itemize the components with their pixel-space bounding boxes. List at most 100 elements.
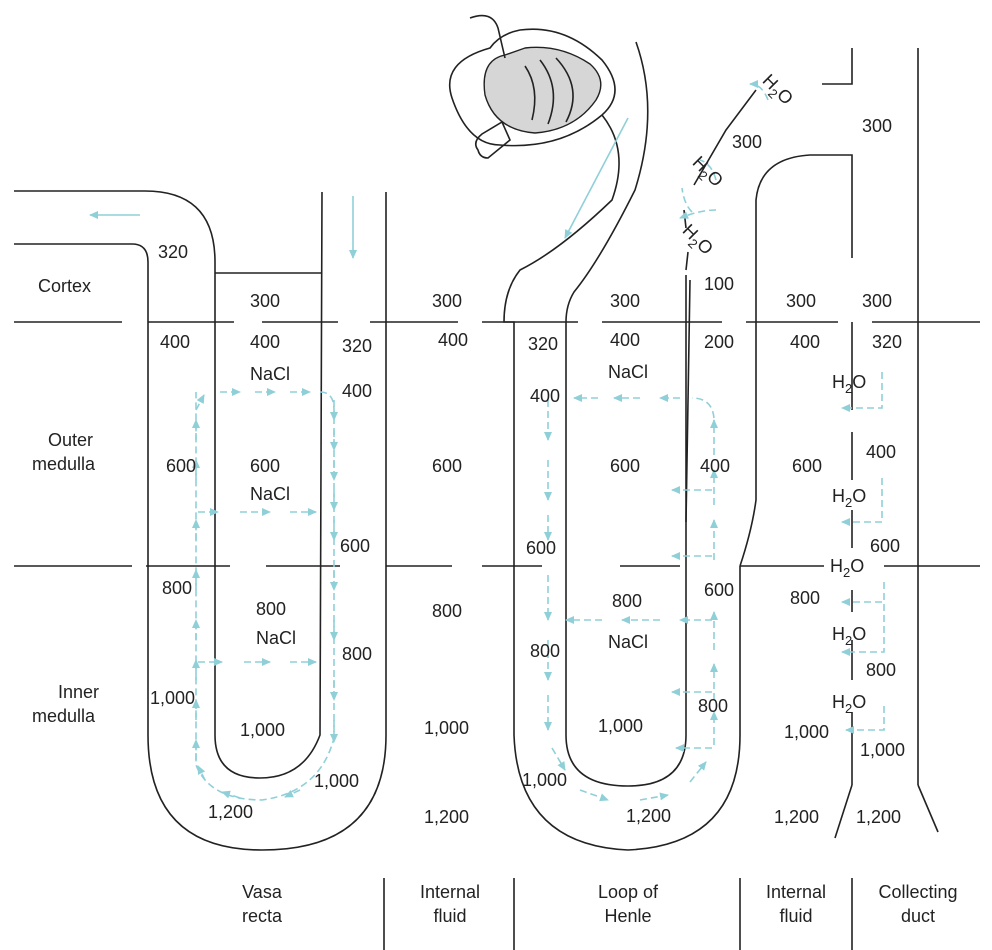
glomerulus	[483, 46, 602, 134]
osm-value: 800	[612, 591, 642, 611]
col-vasa-1: Vasa	[242, 882, 283, 902]
osm-value: 400	[530, 386, 560, 406]
col-loop-2: Henle	[604, 906, 651, 926]
osm-value: 1,200	[774, 807, 819, 827]
osm-value: 400	[160, 332, 190, 352]
osm-value: 1,200	[626, 806, 671, 826]
water-label: H2O	[832, 486, 866, 510]
internal-fluid-b-values: 300 400 600 800 1,000 1,200	[774, 291, 829, 827]
loop-exchange-arrows	[544, 80, 769, 802]
osm-value: 600	[432, 456, 462, 476]
osm-value: 400	[790, 332, 820, 352]
col-if-a-2: fluid	[433, 906, 466, 926]
internal-fluid-a-values: 300 400 600 800 1,000 1,200	[424, 291, 469, 827]
osm-value: 1,200	[856, 807, 901, 827]
osm-value: 1,200	[208, 802, 253, 822]
osm-value: 800	[530, 641, 560, 661]
osm-value: 600	[610, 456, 640, 476]
osm-value: 400	[610, 330, 640, 350]
osm-value: 300	[432, 291, 462, 311]
osm-value: 800	[790, 588, 820, 608]
zone-cortex: Cortex	[38, 276, 91, 296]
osm-value: 1,000	[240, 720, 285, 740]
osm-value: 1,000	[150, 688, 195, 708]
osm-value: 600	[250, 456, 280, 476]
osm-value: 400	[250, 332, 280, 352]
osm-value: 300	[610, 291, 640, 311]
solute-nacl: NaCl	[256, 628, 296, 648]
osm-value: 800	[342, 644, 372, 664]
water-label: H2O	[832, 624, 866, 648]
osm-value: 300	[862, 116, 892, 136]
zone-inner-1: Inner	[58, 682, 99, 702]
osm-value: 300	[250, 291, 280, 311]
col-if-b-2: fluid	[779, 906, 812, 926]
water-label: H2O	[686, 152, 727, 193]
col-cd-2: duct	[901, 906, 935, 926]
osm-value: 1,000	[598, 716, 643, 736]
osm-value: 200	[704, 332, 734, 352]
osm-value: 800	[432, 601, 462, 621]
zone-outer-2: medulla	[32, 454, 96, 474]
osm-value: 800	[162, 578, 192, 598]
water-label: H2O	[676, 220, 717, 261]
osm-value: 400	[438, 330, 468, 350]
osm-value: 1,000	[860, 740, 905, 760]
osm-value: 400	[700, 456, 730, 476]
column-labels: Vasa recta Internal fluid Loop of Henle …	[242, 882, 958, 926]
osm-value: 800	[256, 599, 286, 619]
vasa-recta-exchange-arrows	[192, 388, 338, 801]
vasa-recta-vessel	[14, 190, 387, 851]
osm-value: 400	[866, 442, 896, 462]
osm-value: 1,000	[522, 770, 567, 790]
solute-nacl: NaCl	[608, 632, 648, 652]
water-labels-collecting: H2O H2O H2O H2O H2O	[830, 372, 866, 716]
water-label: H2O	[832, 692, 866, 716]
solute-nacl: NaCl	[250, 484, 290, 504]
osm-value: 600	[870, 536, 900, 556]
water-label: H2O	[756, 70, 797, 111]
osm-value: 320	[528, 334, 558, 354]
osm-value: 1,000	[314, 771, 359, 791]
osm-value: 600	[340, 536, 370, 556]
osm-value: 1,000	[424, 718, 469, 738]
vasa-recta-values: 320 300 400 400 320 NaCl 400 600 600 NaC…	[150, 242, 372, 822]
water-label: H2O	[832, 372, 866, 396]
col-if-a-1: Internal	[420, 882, 480, 902]
osm-value: 600	[704, 580, 734, 600]
osm-value: 300	[786, 291, 816, 311]
loop-values: 300 320 400 NaCl 400 600 600 800 NaCl 80…	[522, 132, 762, 826]
osm-value: 100	[704, 274, 734, 294]
osm-value: 600	[792, 456, 822, 476]
zone-boundary-lines	[14, 321, 980, 567]
osm-value: 300	[862, 291, 892, 311]
column-separators	[383, 878, 853, 950]
osm-value: 320	[872, 332, 902, 352]
osm-value: 800	[866, 660, 896, 680]
osm-value: 300	[732, 132, 762, 152]
zone-inner-2: medulla	[32, 706, 96, 726]
osm-value: 1,000	[784, 722, 829, 742]
osm-value: 600	[526, 538, 556, 558]
collecting-duct-water-arrows	[841, 372, 885, 734]
solute-nacl: NaCl	[250, 364, 290, 384]
zone-outer-1: Outer	[48, 430, 93, 450]
col-loop-1: Loop of	[598, 882, 659, 902]
osm-value: 800	[698, 696, 728, 716]
col-if-b-1: Internal	[766, 882, 826, 902]
water-label: H2O	[830, 556, 864, 580]
filtrate-flow-arrow	[564, 117, 629, 239]
osm-value: 320	[342, 336, 372, 356]
collecting-duct	[822, 48, 939, 839]
col-vasa-2: recta	[242, 906, 283, 926]
osm-value: 400	[342, 381, 372, 401]
loop-of-henle-tubule	[448, 14, 822, 851]
collecting-duct-values: 300 300 320 400 600 800 1,000 1,200	[856, 116, 905, 827]
osm-value: 320	[158, 242, 188, 262]
col-cd-1: Collecting	[878, 882, 957, 902]
osm-value: 600	[166, 456, 196, 476]
osm-value: 1,200	[424, 807, 469, 827]
water-labels-ascending: H2O H2O H2O	[676, 70, 797, 261]
solute-nacl: NaCl	[608, 362, 648, 382]
